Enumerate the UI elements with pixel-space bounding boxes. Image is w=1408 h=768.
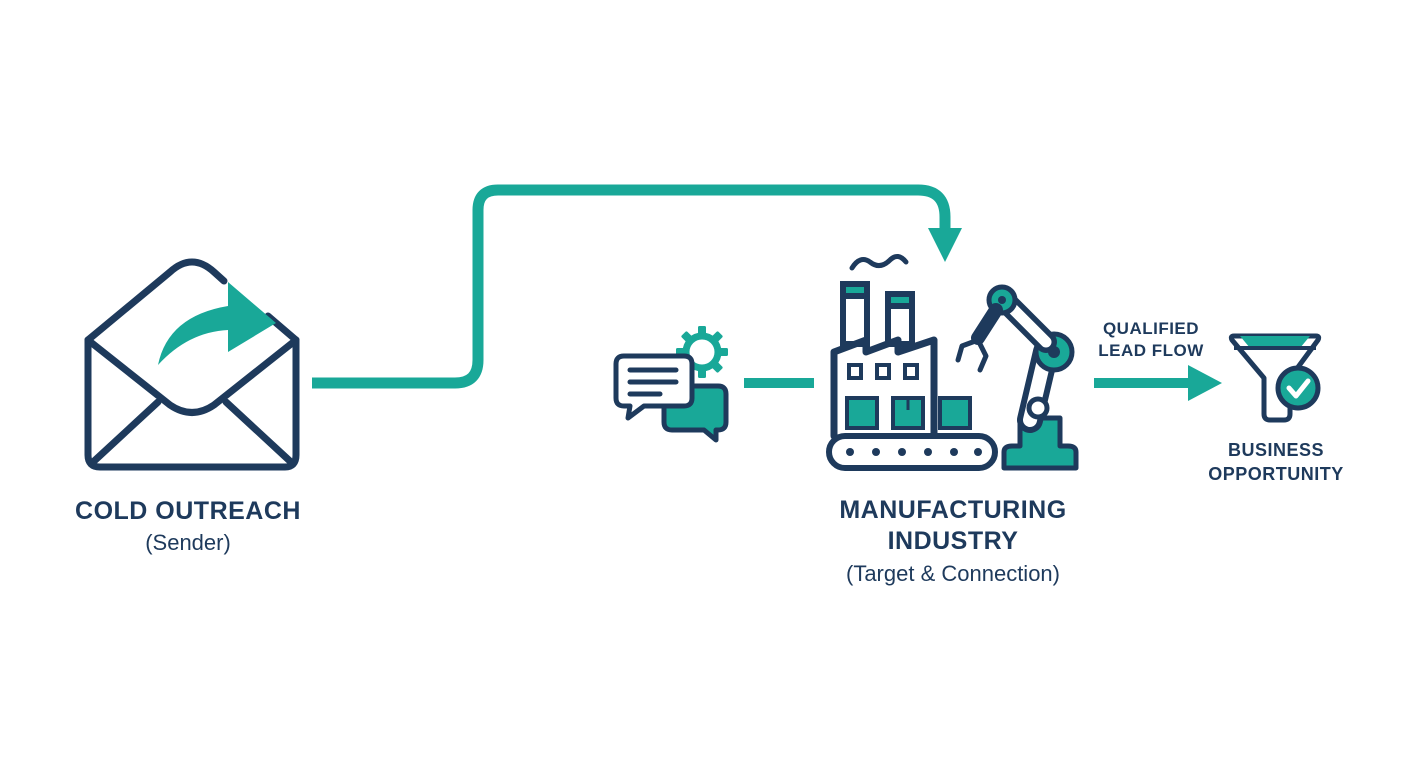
sender-label: COLD OUTREACH (Sender) <box>38 496 338 558</box>
factory-robot-arm-icon <box>826 254 1079 471</box>
industry-label: MANUFACTURING INDUSTRY (Target & Connect… <box>800 495 1106 589</box>
opportunity-label: BUSINESS OPPORTUNITY <box>1186 438 1366 486</box>
arrowhead-down-icon <box>928 228 962 262</box>
conveyor-belt-icon <box>826 433 998 471</box>
industry-subtitle: (Target & Connection) <box>846 561 1060 586</box>
robot-arm-icon <box>955 284 1079 471</box>
opportunity-title: BUSINESS OPPORTUNITY <box>1208 440 1344 484</box>
lead-flow-title: QUALIFIED LEAD FLOW <box>1098 319 1204 360</box>
lead-flow-label: QUALIFIED LEAD FLOW <box>1086 318 1216 362</box>
check-badge-icon <box>1275 365 1321 411</box>
industry-title: MANUFACTURING INDUSTRY <box>839 496 1067 555</box>
connector-outreach-to-industry <box>312 184 962 389</box>
sender-title: COLD OUTREACH <box>75 497 301 525</box>
arrowhead-right-icon <box>1188 365 1222 401</box>
funnel-check-icon <box>1228 333 1322 423</box>
connector-lead-flow <box>1094 365 1222 401</box>
envelope-send-icon <box>84 258 300 471</box>
chat-gear-icon <box>613 326 729 443</box>
sender-subtitle: (Sender) <box>145 530 231 555</box>
